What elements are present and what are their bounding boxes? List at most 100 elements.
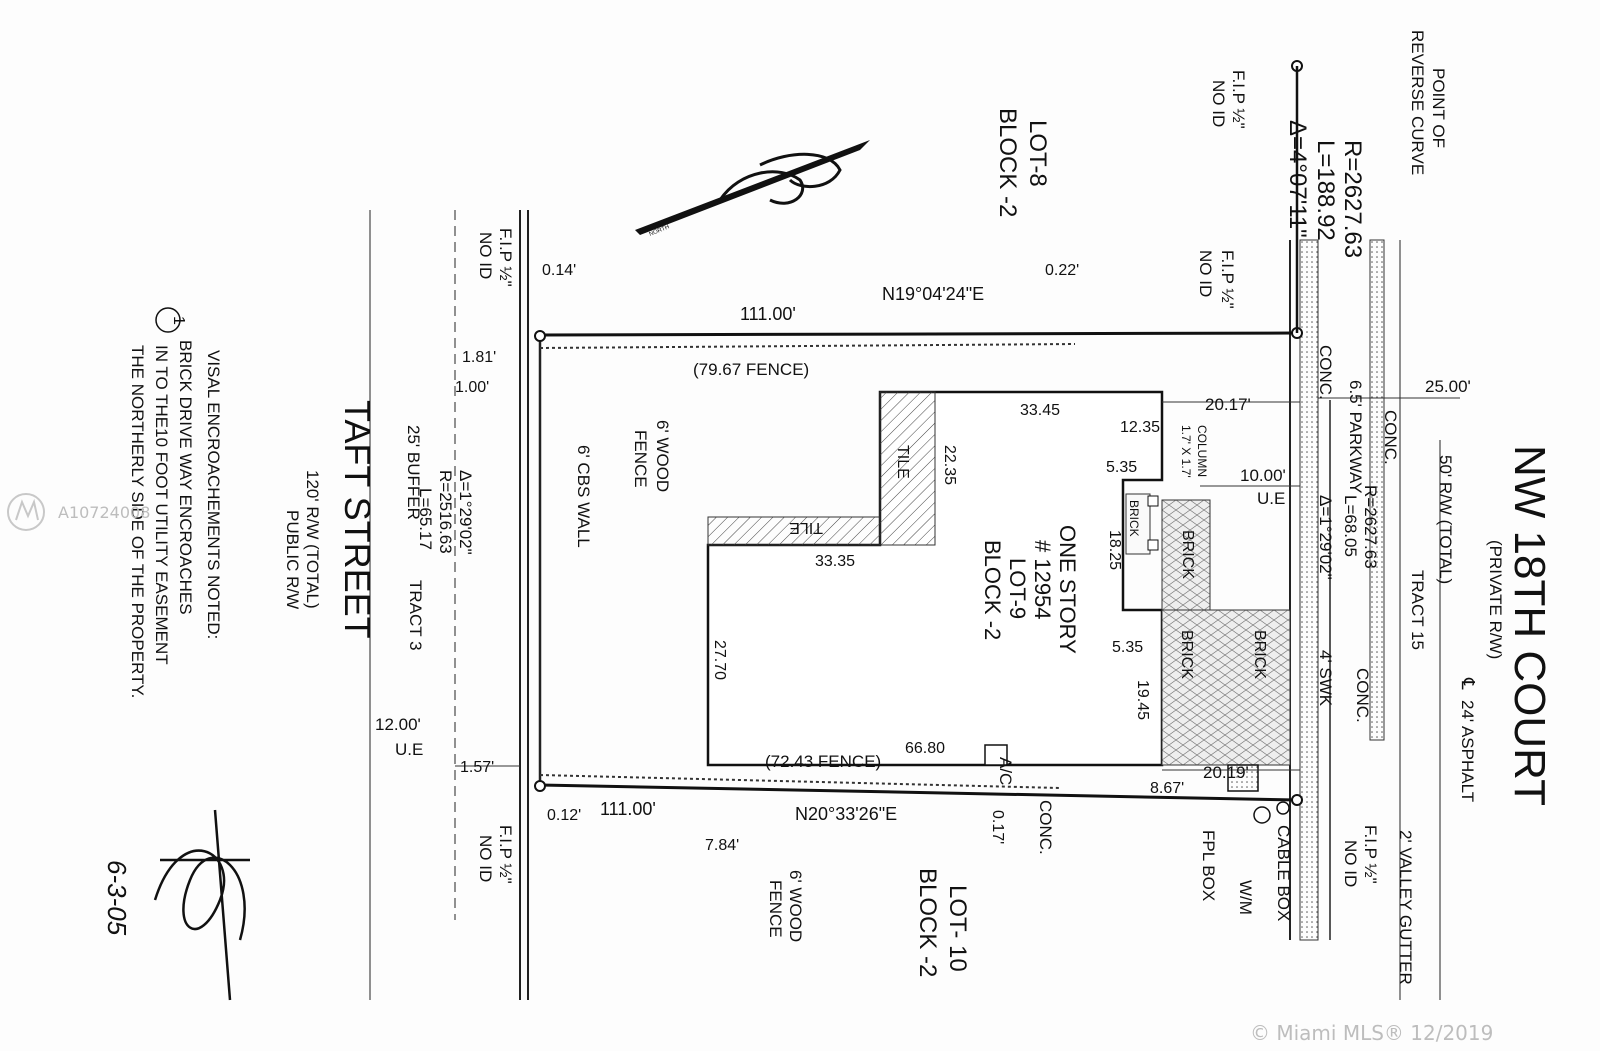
dim-2235: 22.35: [941, 445, 958, 485]
lot8-line-2: BLOCK -2: [994, 108, 1021, 217]
dim-181: 1.81': [462, 349, 496, 366]
fip-ne-line-1: F.I.P ½": [1218, 250, 1237, 309]
dim-3345: 33.45: [1020, 402, 1060, 419]
fip-nw-line-2: NO ID: [476, 232, 495, 279]
buffer-label: 25' BUFFER: [404, 425, 423, 520]
wood-fence-n-2: FENCE: [631, 430, 650, 488]
sign-date: 6-3-05: [102, 860, 132, 936]
ac-conc-label: CONC.: [1036, 800, 1055, 855]
curve-front-r: R=2627.63: [1361, 485, 1380, 569]
fence-south: (72.43 FENCE): [765, 752, 881, 771]
curve-top-l: L=188.92: [1312, 140, 1339, 241]
fip-se-line-2: NO ID: [1341, 840, 1360, 887]
ue-12-label: U.E: [395, 740, 423, 759]
dim-017: 0.17': [989, 810, 1006, 844]
conc-label-road: CONC.: [1381, 410, 1400, 465]
curve-rear-r: R=2516.63: [436, 470, 455, 554]
wm-label: W/M: [1236, 880, 1255, 915]
fpl-box-shape: [1227, 764, 1259, 792]
curve-rear-l: L=65.17: [416, 488, 435, 550]
curve-front-l: L=68.05: [1341, 495, 1360, 557]
curve-rear-delta: Δ=1°29'02": [456, 470, 475, 555]
column-label-1: COLUMN: [1195, 425, 1209, 477]
brick-column-area: [1125, 493, 1151, 555]
dim-867: 8.67': [1150, 780, 1184, 797]
tile-patio-north: [879, 391, 936, 546]
dim-1825: 18.25: [1106, 530, 1123, 570]
dim-3335: 33.35: [815, 553, 855, 570]
column-north: [1147, 495, 1159, 507]
fip-se-line-1: F.I.P ½": [1361, 825, 1380, 884]
dim-100: 1.00': [455, 379, 489, 396]
house-line-3: LOT-9: [1005, 558, 1030, 619]
fip-ne-line-2: NO ID: [1196, 250, 1215, 297]
setback-south: 20.19': [1203, 763, 1249, 782]
fip-sw-line-2: NO ID: [476, 835, 495, 882]
fence-north: (79.67 FENCE): [693, 360, 809, 379]
valley-gutter-label: 2' VALLEY GUTTER: [1396, 830, 1415, 985]
brick-label-drive-1: BRICK: [1178, 630, 1195, 679]
encroach-line-3: THE NORTHERLY SIDE OF THE PROPERTY.: [128, 345, 147, 698]
street-north-row: 50' R/W (TOTAL): [1436, 455, 1455, 584]
tile-north-label: TILE: [894, 445, 911, 479]
south-boundary-line: [539, 783, 1298, 802]
lot10-line-1: LOT- 10: [944, 885, 971, 972]
fip-marker-se: [1291, 794, 1303, 806]
dim-022: 0.22': [1045, 262, 1079, 279]
curve-top-r: R=2627.63: [1339, 140, 1366, 258]
fip-marker-sw: [534, 780, 546, 792]
prc-line-1: POINT OF: [1429, 68, 1448, 148]
north-arrow-icon: [635, 140, 870, 235]
ac-unit: [984, 744, 1008, 766]
fip-nw-line-1: F.I.P ½": [496, 228, 515, 287]
parkway-label: 6.5' PARKWAY: [1346, 380, 1365, 493]
brick-driveway: [1161, 609, 1291, 766]
note-number-circle: [155, 307, 181, 333]
dim-012: 0.12': [547, 807, 581, 824]
dist-south: 111.00': [600, 799, 656, 819]
encroach-num: 1: [170, 316, 187, 325]
house-line-1: ONE STORY: [1055, 525, 1080, 654]
fip-prc-line-1: F.I.P ½": [1229, 70, 1248, 129]
north-boundary-line: [539, 331, 1298, 337]
wood-fence-s-1: 6' WOOD: [786, 870, 805, 942]
tile-patio-south: [707, 516, 881, 546]
ac-label: A/C: [996, 757, 1015, 785]
dim-1945: 19.45: [1134, 680, 1151, 720]
street-south-pub: PUBLIC R/W: [283, 510, 302, 609]
column-label-2: 1.7' X 1.7': [1179, 425, 1193, 478]
dist-north: 111.00': [740, 304, 796, 324]
mls-credit-watermark: © Miami MLS® 12/2019: [1250, 1021, 1493, 1045]
sidewalk-strip: [1299, 239, 1319, 941]
dim-6680: 66.80: [905, 740, 945, 757]
lot8-line-1: LOT-8: [1024, 120, 1051, 187]
mls-logo-icon: [7, 493, 45, 531]
encroach-line-2: IN TO THE10 FOOT UTILITY EASEMENT: [152, 345, 171, 665]
fip-marker-nw: [534, 330, 546, 342]
dim-014: 0.14': [542, 262, 576, 279]
tile-south-label: TILE: [789, 519, 823, 536]
house-line-2: # 12954: [1030, 540, 1055, 620]
brick-walk: [1161, 499, 1211, 611]
street-south-row: 120' R/W (TOTAL): [303, 470, 322, 609]
sidewalk-label: 4' SWK: [1316, 650, 1335, 707]
south-fence-line: [539, 774, 1061, 789]
cable-box-label: CABLE BOX: [1274, 825, 1293, 921]
row-25-label: 25.00': [1425, 377, 1471, 396]
brick-label-walk: BRICK: [1179, 530, 1196, 579]
conc-label-apron: CONC.: [1353, 668, 1372, 723]
text-layer: NW 18TH COURT (PRIVATE R/W) 50' R/W (TOT…: [102, 30, 1554, 985]
asphalt-label: 24' ASPHALT: [1458, 700, 1477, 802]
setback-north: 20.17': [1205, 395, 1251, 414]
ue-10-label: U.E: [1257, 489, 1285, 508]
house-line-4: BLOCK -2: [980, 540, 1005, 640]
lot10-line-2: BLOCK -2: [914, 868, 941, 977]
dim-784: 7.84': [705, 837, 739, 854]
encroach-title: VISAL ENCROACHEMENTS NOTED:: [204, 350, 223, 639]
listing-id-watermark: A10724008: [58, 503, 150, 522]
tract-15: TRACT 15: [1408, 570, 1427, 650]
north-fence-line: [539, 343, 1076, 349]
signature-mark: [153, 809, 250, 1001]
